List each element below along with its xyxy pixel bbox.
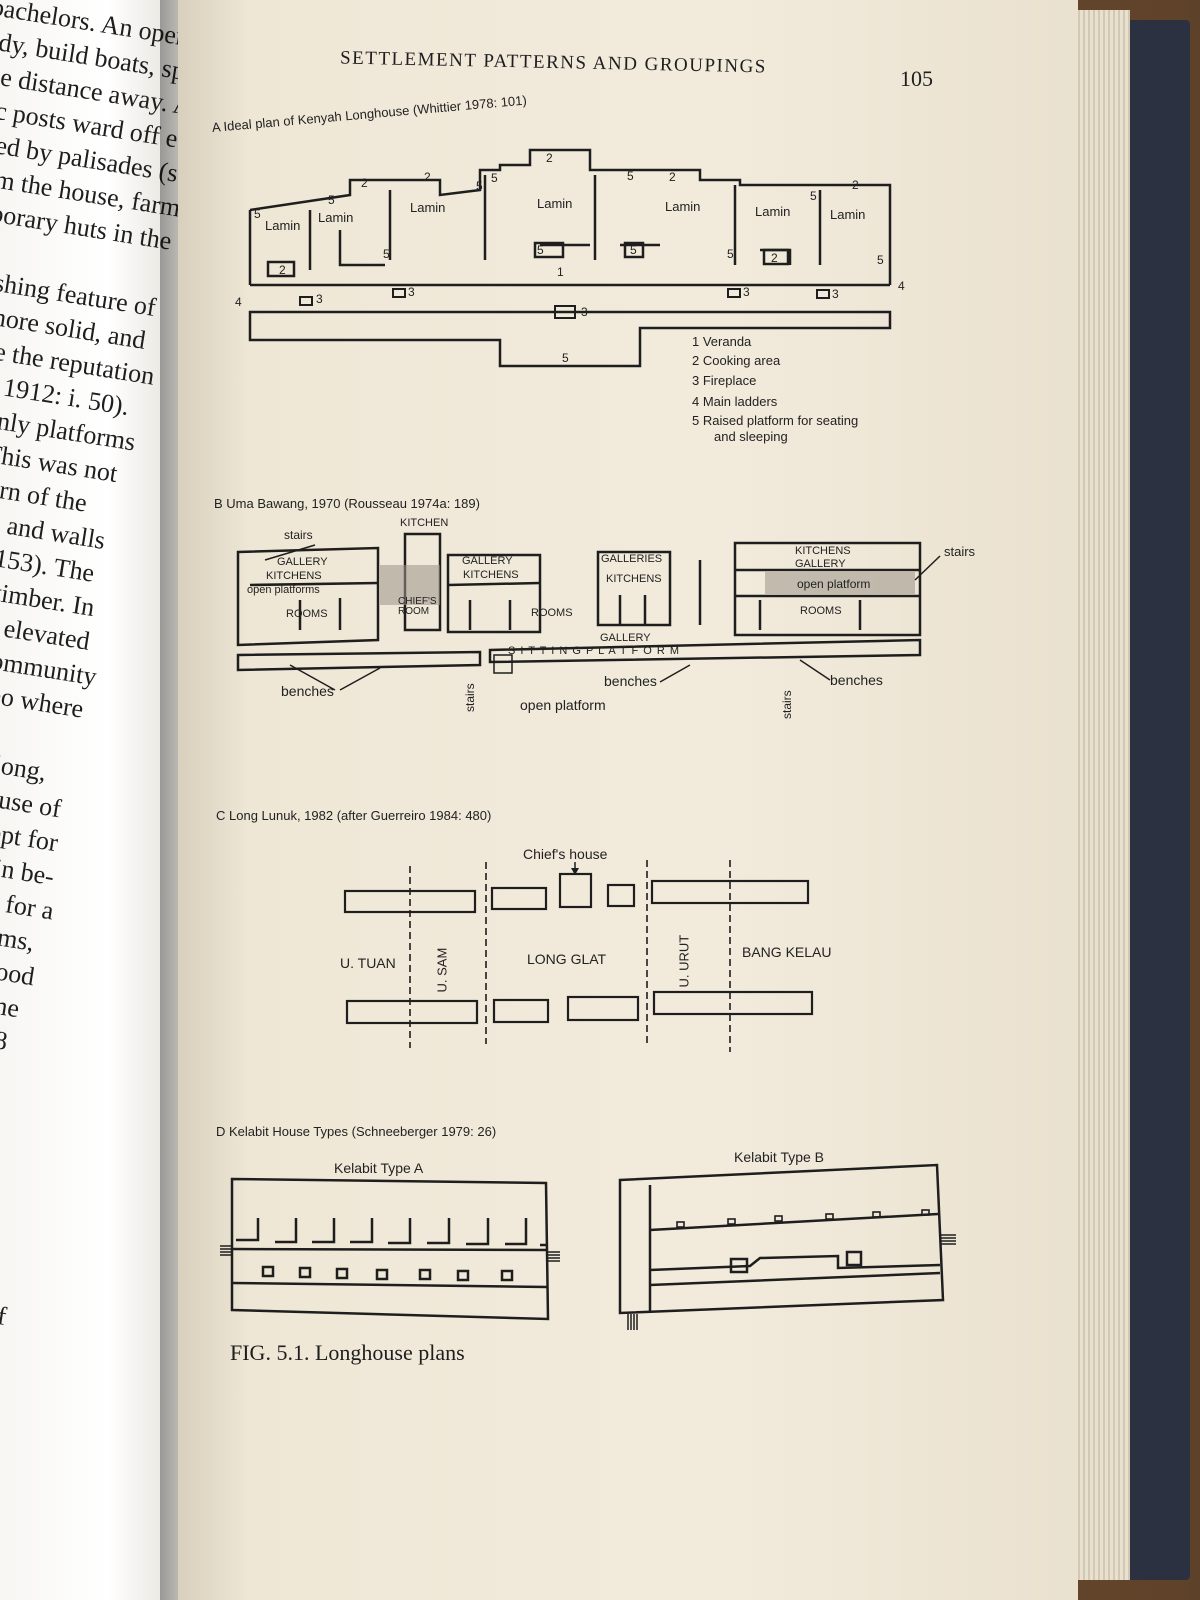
open-platforms-label: open platforms <box>247 584 320 596</box>
stairs-label: stairs <box>463 683 477 712</box>
benches-label: benches <box>604 673 657 689</box>
kelabit-type-a-label: Kelabit Type A <box>334 1160 424 1176</box>
stairs-label: stairs <box>284 528 313 542</box>
kitchen-label: KITCHEN <box>400 517 449 529</box>
kitchens-label: KITCHENS <box>266 570 322 582</box>
kitchens-label: KITCHENS <box>606 573 662 585</box>
section-label: U. URUT <box>676 934 692 988</box>
sitting-platform-label: S I T T I N G P L A T F O R M <box>508 645 681 657</box>
legend-item: 2 Cooking area <box>692 353 781 368</box>
figure-caption: FIG. 5.1. Longhouse plans <box>230 1340 465 1365</box>
legend-item: 5 Raised platform for seating <box>692 413 859 428</box>
open-platform-label: open platform <box>520 697 606 713</box>
lamin-label: Lamin <box>410 200 446 215</box>
figure-c-title: C Long Lunuk, 1982 (after Guerreiro 1984… <box>216 808 492 823</box>
rooms-label: ROOMS <box>286 608 328 620</box>
legend-item: 1 Veranda <box>692 334 752 349</box>
figure-b-title: B Uma Bawang, 1970 (Rousseau 1974a: 189) <box>214 496 480 511</box>
legend-item: 3 Fireplace <box>692 373 757 388</box>
legend-item: and sleeping <box>714 429 788 444</box>
lamin-label: Lamin <box>665 199 701 214</box>
page-number: 105 <box>900 66 933 91</box>
lamin-label: Lamin <box>318 210 354 225</box>
kitchens-gallery-label: KITCHENS GALLERY <box>795 545 851 570</box>
stairs-label: stairs <box>780 690 794 719</box>
kelabit-type-b-label: Kelabit Type B <box>734 1149 825 1165</box>
legend-item: 4 Main ladders <box>692 394 778 409</box>
chiefs-house-label: Chief's house <box>523 846 608 862</box>
kitchens-label: KITCHENS <box>463 569 519 581</box>
benches-label: benches <box>830 672 883 688</box>
rooms-label: ROOMS <box>800 605 842 617</box>
section-label: U. TUAN <box>340 955 396 971</box>
galleries-label: GALLERIES <box>601 553 663 565</box>
gallery-label: GALLERY <box>600 632 651 644</box>
benches-label: benches <box>281 683 334 699</box>
gallery-label: GALLERY <box>462 555 513 567</box>
gallery-label: GALLERY <box>277 556 328 568</box>
section-label: BANG KELAU <box>742 944 832 960</box>
chiefs-room-label: CHIEF'S ROOM <box>398 596 437 617</box>
rooms-label: ROOMS <box>531 607 573 619</box>
section-label: LONG GLAT <box>527 951 607 967</box>
lamin-label: Lamin <box>537 196 573 211</box>
section-label: U. SAM <box>434 947 450 993</box>
lamin-label: Lamin <box>265 218 301 233</box>
lamin-label: Lamin <box>830 207 866 222</box>
figure-d-title: D Kelabit House Types (Schneeberger 1979… <box>216 1124 497 1139</box>
open-platform-label: open platform <box>797 577 871 591</box>
stairs-label: stairs <box>944 544 976 559</box>
lamin-label: Lamin <box>755 204 791 219</box>
